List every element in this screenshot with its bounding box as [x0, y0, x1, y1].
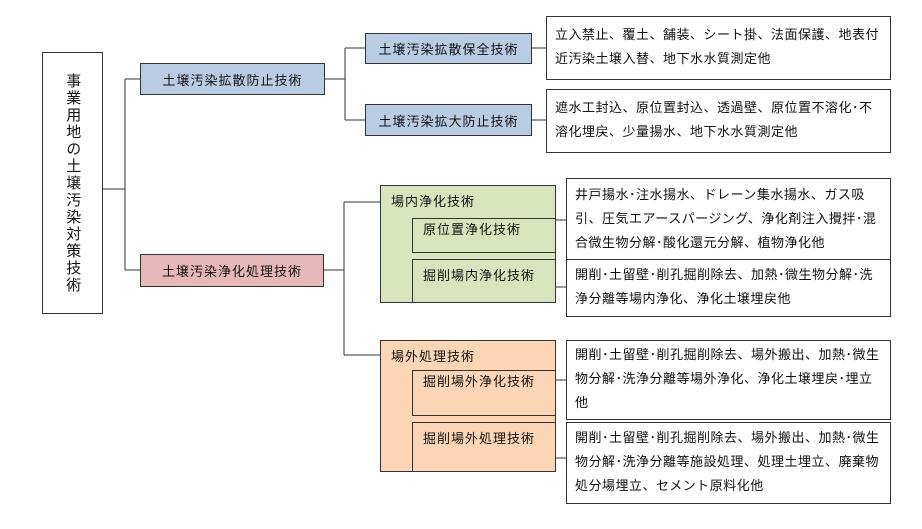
node-excavation-onsite-purification: 掘削場内浄化技術	[412, 259, 556, 303]
node-insitu-purification: 原位置浄化技術	[412, 218, 556, 253]
node-excavation-offsite-treatment: 掘削場外処理技術	[412, 422, 556, 472]
node-excavation-offsite-purification: 掘削場外浄化技術	[412, 370, 556, 416]
desc-excavation-offsite-treatment: 開削･土留壁･削孔掘削除去、場外搬出、加熱･微生物分解･洗浄分離等施設処理、処理…	[566, 422, 891, 504]
node-diffusion-prevention: 土壌汚染拡散防止技術	[140, 63, 325, 95]
group-offsite-treatment-label: 場外処理技術	[391, 350, 476, 365]
node-purification-treatment-label: 土壌汚染浄化処理技術	[161, 265, 302, 280]
desc-excavation-offsite-purification-text: 開削･土留壁･削孔掘削除去、場外搬出、加熱･微生物分解･洗浄分離等場外浄化、浄化…	[575, 348, 880, 411]
desc-insitu-purification: 井戸揚水･注水揚水、ドレーン集水揚水、ガス吸引、圧気エアースパージング、浄化剤注…	[566, 178, 891, 261]
node-diffusion-conservation-label: 土壌汚染拡散保全技術	[378, 43, 519, 58]
desc-excavation-onsite-purification: 開削･土留壁･削孔掘削除去、加熱･微生物分解･洗浄分離等場内浄化、浄化土壌埋戻他	[566, 259, 891, 317]
desc-expansion-prevention: 遮水工封込、原位置封込、透過壁、原位置不溶化･不溶化埋戻、少量揚水、地下水水質測…	[546, 89, 891, 153]
node-excavation-offsite-treatment-label: 掘削場外処理技術	[423, 432, 536, 447]
node-insitu-purification-label: 原位置浄化技術	[423, 223, 522, 238]
node-purification-treatment: 土壌汚染浄化処理技術	[140, 254, 324, 287]
node-diffusion-conservation: 土壌汚染拡散保全技術	[365, 33, 532, 64]
node-excavation-onsite-purification-label: 掘削場内浄化技術	[423, 269, 536, 284]
root-node: 事業用地の土壌汚染対策技術	[42, 52, 103, 314]
node-expansion-prevention: 土壌汚染拡大防止技術	[365, 104, 532, 136]
desc-excavation-offsite-purification: 開削･土留壁･削孔掘削除去、場外搬出、加熱･微生物分解･洗浄分離等場外浄化、浄化…	[566, 340, 891, 420]
node-diffusion-prevention-label: 土壌汚染拡散防止技術	[162, 73, 303, 89]
desc-insitu-purification-text: 井戸揚水･注水揚水、ドレーン集水揚水、ガス吸引、圧気エアースパージング、浄化剤注…	[575, 187, 877, 251]
desc-diffusion-conservation-text: 立入禁止、覆土、舗装、シート掛、法面保護、地表付近汚染土壌入替、地下水水質測定他	[555, 28, 880, 67]
desc-excavation-onsite-purification-text: 開削･土留壁･削孔掘削除去、加熱･微生物分解･洗浄分離等場内浄化、浄化土壌埋戻他	[575, 268, 874, 307]
desc-excavation-offsite-treatment-text: 開削･土留壁･削孔掘削除去、場外搬出、加熱･微生物分解･洗浄分離等施設処理、処理…	[575, 431, 880, 494]
node-expansion-prevention-label: 土壌汚染拡大防止技術	[378, 114, 519, 130]
node-excavation-offsite-purification-label: 掘削場外浄化技術	[423, 375, 536, 390]
desc-expansion-prevention-text: 遮水工封込、原位置封込、透過壁、原位置不溶化･不溶化埋戻、少量揚水、地下水水質測…	[555, 101, 873, 140]
desc-diffusion-conservation: 立入禁止、覆土、舗装、シート掛、法面保護、地表付近汚染土壌入替、地下水水質測定他	[546, 16, 891, 80]
group-onsite-purification-label: 場内浄化技術	[391, 195, 476, 210]
root-label: 事業用地の土壌汚染対策技術	[64, 72, 83, 294]
